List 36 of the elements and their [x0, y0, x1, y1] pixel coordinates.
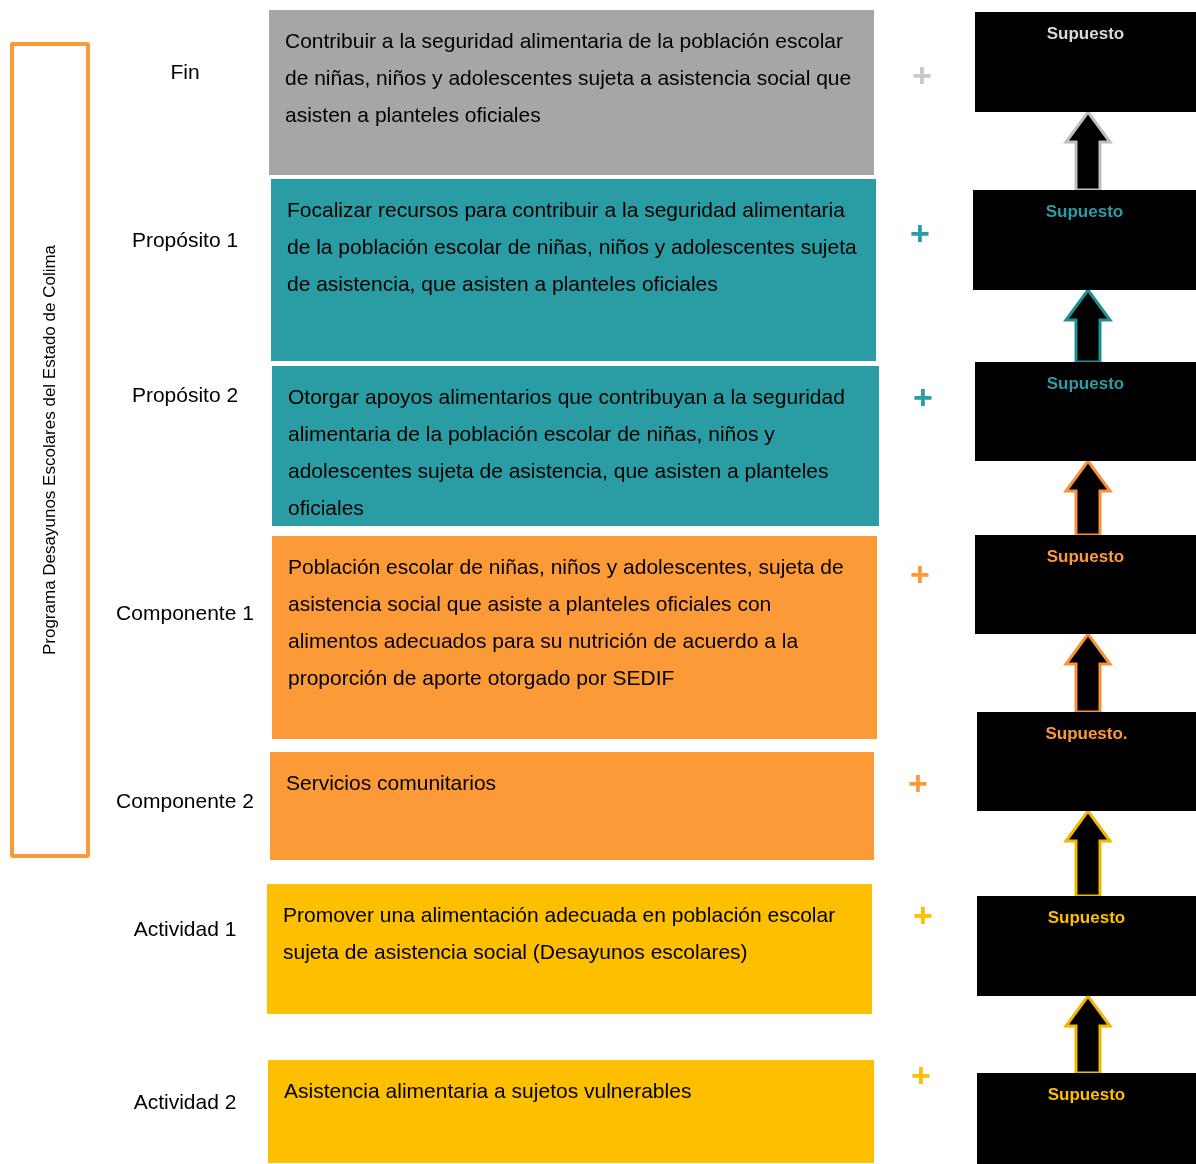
- block-arrow: [1063, 109, 1113, 192]
- plus-sign: +: [913, 898, 933, 932]
- objective-box: Asistencia alimentaria a sujetos vulnerables: [268, 1060, 874, 1163]
- plus-sign: +: [910, 557, 930, 591]
- block-arrow: [1063, 631, 1113, 714]
- block-arrow: [1063, 993, 1113, 1075]
- plus-sign: +: [913, 380, 933, 414]
- objective-box: Focalizar recursos para contribuir a la seguridad alimentaria de la población escolar de niñas, niños y adolescentes sujeta de asistencia, que asisten a planteles oficiales: [271, 179, 876, 361]
- level-label: Propósito 1: [130, 228, 240, 252]
- assumption-box: Supuesto: [973, 190, 1196, 290]
- vertical-title: Programa Desayunos Escolares del Estado de Colima: [40, 243, 60, 658]
- plus-sign: +: [908, 766, 928, 800]
- level-label: Propósito 2: [130, 383, 240, 407]
- assumption-box: Supuesto: [975, 535, 1196, 634]
- assumption-box: Supuesto: [975, 362, 1196, 461]
- block-arrow: [1063, 287, 1113, 364]
- block-arrow: [1063, 458, 1113, 537]
- level-label: Actividad 1: [132, 917, 238, 941]
- objective-box: Servicios comunitarios: [270, 752, 874, 860]
- objective-box: Otorgar apoyos alimentarios que contribuyan a la seguridad alimentaria de la población escolar de niñas, niños y adolescentes sujeta de asistencia, que asisten a planteles oficiales: [272, 366, 879, 526]
- assumption-box: Supuesto.: [977, 712, 1196, 811]
- objective-box: Promover una alimentación adecuada en población escolar sujeta de asistencia social (Desayunos escolares): [267, 884, 872, 1014]
- block-arrow: [1063, 808, 1113, 898]
- level-label: Actividad 2: [132, 1090, 238, 1114]
- level-label: Componente 2: [115, 789, 255, 813]
- level-label: Componente 1: [115, 601, 255, 625]
- objective-box: Contribuir a la seguridad alimentaria de la población escolar de niñas, niños y adolescentes sujeta a asistencia social que asisten a planteles oficiales: [269, 10, 874, 175]
- assumption-box: Supuesto: [977, 896, 1196, 996]
- program-frame: [10, 42, 90, 858]
- level-label: Fin: [169, 60, 201, 84]
- plus-sign: +: [911, 1058, 931, 1092]
- plus-sign: +: [912, 58, 932, 92]
- assumption-box: Supuesto: [975, 12, 1196, 112]
- objective-box: Población escolar de niñas, niños y adolescentes, sujeta de asistencia social que asiste a planteles oficiales con alimentos adecuados para su nutrición de acuerdo a la proporción de aporte otorgado por SEDIF: [272, 536, 877, 739]
- plus-sign: +: [910, 216, 930, 250]
- assumption-box: Supuesto: [977, 1073, 1196, 1164]
